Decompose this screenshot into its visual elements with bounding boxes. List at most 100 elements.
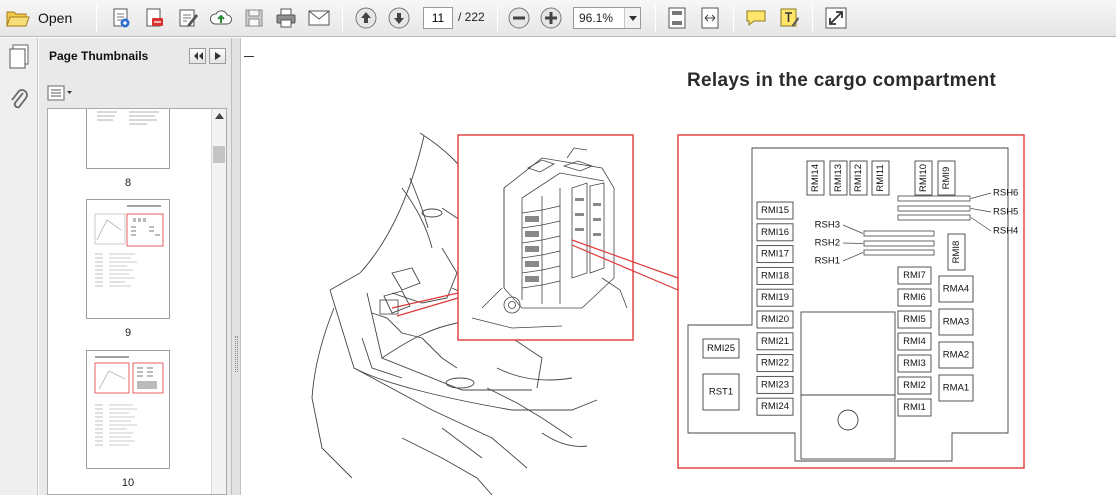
relay-block-callout	[457, 134, 634, 341]
relay-rmi16-box	[756, 223, 794, 242]
chevron-right-icon	[214, 52, 221, 60]
relay-rsh3-label: RSH3	[815, 220, 840, 231]
page-thumbnails-tab[interactable]	[8, 44, 30, 73]
print-button[interactable]	[273, 5, 299, 31]
convert-button[interactable]	[141, 5, 167, 31]
relay-rma1-box	[938, 374, 974, 402]
relay-diagram: RMI14RMI13RMI12RMI11RMI10RMI9RMI15RMI16R…	[311, 132, 1025, 495]
relay-rmi6-box	[897, 288, 932, 307]
panel-menu-button[interactable]	[209, 48, 226, 64]
print-icon	[276, 8, 296, 28]
page-number-input[interactable]	[423, 7, 453, 29]
relay-rma2-label: RMA2	[943, 350, 969, 361]
fit-width-button[interactable]	[697, 5, 723, 31]
relay-rmi17-label: RMI17	[761, 249, 789, 260]
fit-page-button[interactable]	[664, 5, 690, 31]
thumbnails-scrollbar[interactable]	[211, 109, 226, 494]
highlight-button[interactable]	[776, 5, 802, 31]
zoom-in-icon	[540, 7, 562, 29]
page-title: Relays in the cargo compartment	[687, 70, 997, 91]
callout-leader-lines	[391, 239, 679, 317]
relay-rmi2-label: RMI2	[903, 380, 926, 391]
upload-button[interactable]	[208, 5, 234, 31]
email-button[interactable]	[306, 5, 332, 31]
chevron-down-icon[interactable]	[624, 8, 640, 28]
zoom-in-button[interactable]	[538, 5, 564, 31]
scroll-up-icon[interactable]	[215, 113, 224, 119]
panel-splitter[interactable]	[232, 38, 241, 495]
relay-rmi14-box	[806, 160, 825, 196]
relay-rmi24-box	[756, 397, 794, 416]
relay-rmi13-label: RMI13	[833, 164, 844, 192]
relay-rma3-label: RMA3	[943, 317, 969, 328]
toolbar-separator	[497, 5, 498, 32]
relay-rmi4-label: RMI4	[903, 336, 926, 347]
open-label: Open	[38, 10, 73, 26]
page-thumbnails-panel: Page Thumbnails	[39, 38, 232, 495]
relay-rmi10-label: RMI10	[918, 164, 929, 192]
rsh-bar-left-2	[863, 240, 935, 247]
thumbnail-page-number: 10	[121, 477, 135, 489]
relay-rmi4-box	[897, 332, 932, 351]
attachments-tab[interactable]	[8, 88, 30, 115]
fullscreen-icon	[825, 7, 847, 29]
open-button[interactable]: Open	[6, 5, 80, 31]
toolbar-separator	[96, 5, 97, 32]
toolbar-separator	[733, 5, 734, 32]
collapse-panel-button[interactable]	[189, 48, 206, 64]
thumbnail-page-9[interactable]	[86, 199, 170, 319]
highlight-icon	[780, 8, 799, 27]
edit-button[interactable]	[175, 5, 201, 31]
relay-rmi17-box	[756, 245, 794, 264]
zoom-select[interactable]: 96.1%	[573, 7, 641, 29]
relay-rmi19-label: RMI19	[761, 292, 789, 303]
relay-rmi21-label: RMI21	[761, 336, 789, 347]
page-corner-mark	[244, 56, 254, 57]
fit-width-icon	[701, 7, 719, 29]
thumbnail-options-button[interactable]	[47, 84, 75, 102]
fullscreen-button[interactable]	[823, 5, 849, 31]
thumbnail-page-8[interactable]	[86, 109, 170, 169]
navigation-rail	[0, 38, 38, 495]
relay-rst1-label: RST1	[709, 387, 733, 398]
scrollbar-handle[interactable]	[213, 146, 225, 163]
thumbnails-list[interactable]: 8	[47, 108, 227, 495]
rsh-leader-rsh5	[970, 208, 992, 213]
splitter-grip	[235, 336, 238, 372]
relay-rmi12-box	[849, 160, 868, 196]
thumbnail-page-number: 8	[124, 177, 132, 189]
relay-rma3-box	[938, 308, 974, 336]
relay-rmi1-label: RMI1	[903, 402, 926, 413]
previous-page-icon	[355, 7, 377, 29]
relay-rmi11-box	[871, 160, 890, 196]
create-pdf-button[interactable]	[108, 5, 134, 31]
comment-button[interactable]	[743, 5, 769, 31]
panel-header: Page Thumbnails	[39, 38, 231, 76]
relay-rmi14-label: RMI14	[810, 164, 821, 192]
save-button[interactable]	[241, 5, 267, 31]
open-folder-icon	[6, 11, 30, 27]
zoom-out-button[interactable]	[506, 5, 532, 31]
save-icon	[245, 9, 263, 27]
relay-rst1-box	[702, 373, 740, 411]
paperclip-icon	[11, 89, 28, 109]
relay-rmi23-box	[756, 375, 794, 394]
relay-rmi16-label: RMI16	[761, 227, 789, 238]
rsh-bar-right-1	[897, 195, 971, 202]
relay-rmi25-box	[702, 338, 740, 359]
rsh-bar-right-2	[897, 205, 971, 212]
relay-rmi5-box	[897, 310, 932, 329]
panel-title: Page Thumbnails	[49, 49, 149, 63]
relay-rmi22-label: RMI22	[761, 358, 789, 369]
relay-rmi9-box	[937, 160, 956, 196]
thumbnail-page-10[interactable]	[86, 350, 170, 469]
pages-icon	[9, 44, 29, 69]
relay-rmi25-label: RMI25	[707, 343, 735, 354]
next-page-button[interactable]	[386, 5, 412, 31]
rsh-bar-left-3	[863, 249, 935, 256]
rsh-leader-rsh6	[970, 192, 992, 199]
relay-rmi3-box	[897, 354, 932, 373]
previous-page-button[interactable]	[353, 5, 379, 31]
relay-rmi11-label: RMI11	[875, 164, 886, 191]
